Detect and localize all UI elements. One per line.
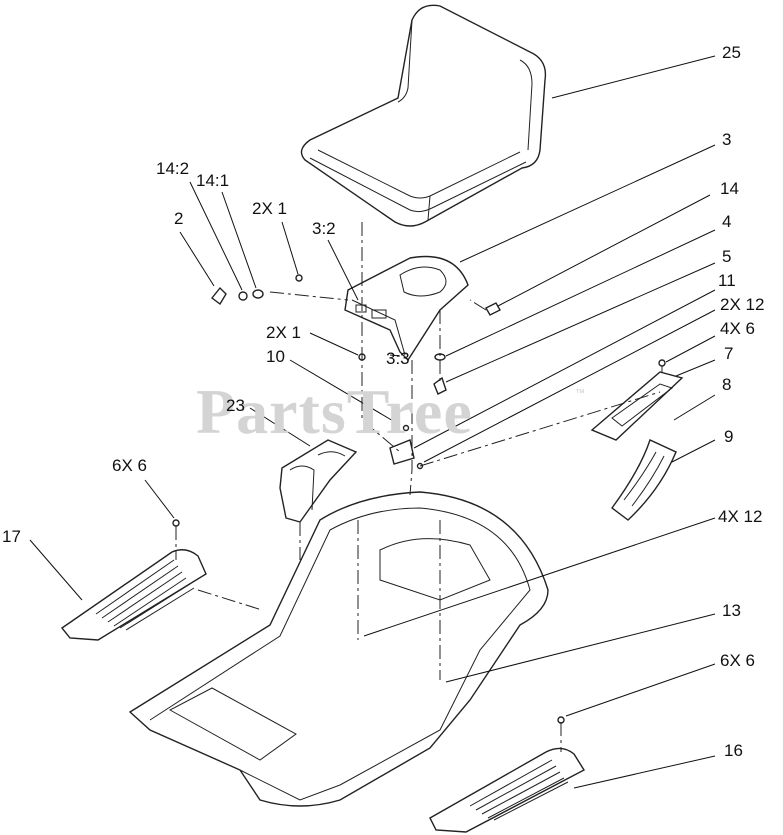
- footdeck-body-part: [128, 491, 549, 807]
- callout-11: 11: [718, 271, 736, 290]
- leader-lines: [29, 55, 716, 789]
- left-footrest-part: [60, 549, 207, 641]
- callout-8: 8: [722, 375, 732, 394]
- panel-7-part: [590, 371, 684, 441]
- callout-7: 7: [724, 344, 734, 363]
- assembly-lines: [175, 222, 663, 752]
- callout-4x12: 4X 12: [718, 507, 763, 526]
- boot-part: [611, 439, 677, 521]
- hardware-parts: [172, 274, 666, 724]
- seat-part: [300, 4, 547, 227]
- callout-2x1-mid: 2X 1: [266, 323, 301, 342]
- callout-2x1-top: 2X 1: [252, 199, 287, 218]
- callout-16: 16: [724, 741, 743, 760]
- trademark-mark: ™: [575, 388, 585, 399]
- callout-13: 13: [722, 601, 741, 620]
- right-footrest-part: [429, 747, 585, 833]
- callout-2: 2: [174, 209, 184, 228]
- callout-3-3: 3:3: [386, 349, 410, 368]
- seat-pan-part: [344, 255, 469, 362]
- callout-14-1: 14:1: [196, 171, 230, 190]
- callout-5: 5: [722, 247, 732, 266]
- callout-23: 23: [226, 396, 245, 415]
- callout-4: 4: [722, 212, 732, 231]
- callout-6x6-left: 6X 6: [112, 456, 147, 475]
- callout-9: 9: [724, 427, 734, 446]
- callout-3-2: 3:2: [312, 219, 336, 238]
- callout-10: 10: [266, 347, 285, 366]
- callout-17: 17: [2, 527, 21, 546]
- cup-holder-part: [279, 439, 358, 523]
- callout-4x6: 4X 6: [720, 319, 755, 338]
- callout-2x12: 2X 12: [720, 295, 765, 314]
- callout-14: 14: [720, 179, 739, 198]
- callout-25: 25: [722, 43, 741, 62]
- callout-14-2: 14:2: [156, 159, 190, 178]
- watermark: PartsTree: [196, 376, 473, 447]
- callout-6x6-right: 6X 6: [720, 651, 755, 670]
- callout-3: 3: [722, 130, 732, 149]
